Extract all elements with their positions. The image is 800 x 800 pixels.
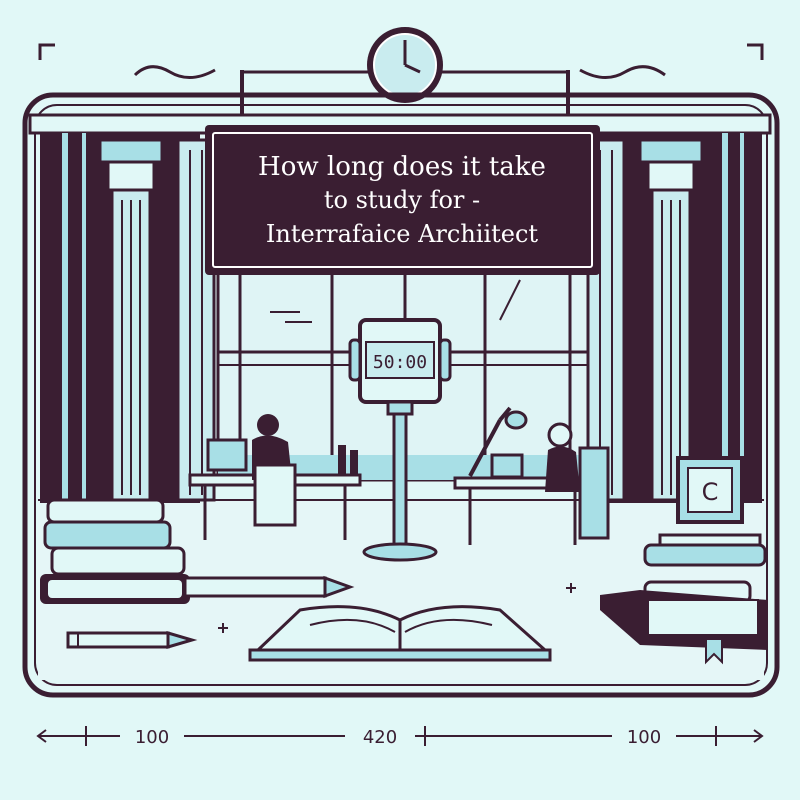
- book-stack-right: [600, 543, 768, 665]
- sign-line-2: to study for -: [324, 186, 480, 214]
- decorative-swirl-right: [579, 65, 666, 79]
- ruler-center-label: 420: [363, 727, 397, 748]
- computer-monitor: C: [658, 456, 762, 551]
- pencil-large: [183, 575, 355, 599]
- ruler-left-label: 100: [135, 727, 169, 748]
- pencil-small: [66, 631, 198, 649]
- book-stack-left: [40, 498, 190, 604]
- corner-ornament-right: [747, 43, 764, 60]
- sparkle-marks: [218, 583, 576, 633]
- person-seated-left: [252, 414, 297, 527]
- open-book: [248, 605, 552, 662]
- left-columns: [40, 133, 216, 503]
- person-seated-right: [545, 422, 610, 540]
- wall-clock: [240, 27, 570, 118]
- decorative-swirl-left: [133, 65, 216, 79]
- display-readout: 50:00: [373, 352, 427, 373]
- measurement-ruler: 100 420 100: [36, 726, 764, 748]
- sign-line-1: How long does it take: [258, 152, 546, 182]
- sign-line-3: Interrafaice Archiitect: [266, 220, 539, 248]
- monitor-screen-text: C: [702, 478, 719, 506]
- title-sign: How long does it take to study for - Int…: [205, 125, 600, 275]
- right-columns: [586, 133, 762, 503]
- right-desk: [453, 406, 592, 545]
- ruler-right-label: 100: [627, 727, 661, 748]
- corner-ornament-left: [38, 43, 55, 60]
- scene-frame: [22, 92, 780, 698]
- digital-display-post: 50:00: [348, 318, 452, 562]
